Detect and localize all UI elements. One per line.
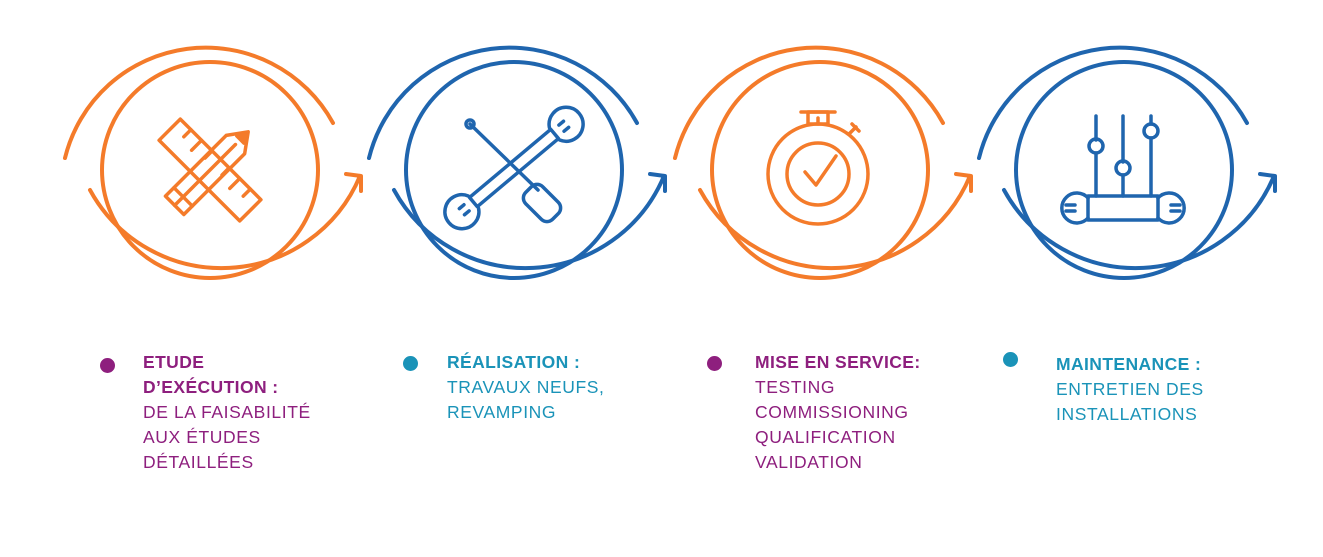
step-1-arrow-head <box>344 172 363 193</box>
step-1-bullet-dot <box>100 358 115 373</box>
step-3-outer-arc-top <box>673 45 945 160</box>
stopwatch-check-icon <box>766 110 870 226</box>
step-2-arrow-head <box>648 172 667 193</box>
step-3-bullet-dot <box>707 356 722 371</box>
step-1-description: DE LA FAISABILITÉ AUX ÉTUDES DÉTAILLÉES <box>143 402 311 472</box>
step-3-title: MISE EN SERVICE: <box>755 352 921 372</box>
pencil-ruler-icon <box>157 117 263 223</box>
step-4-inner-circle <box>1014 60 1234 280</box>
step-3-ring <box>673 45 973 280</box>
step-1-outer-arc-bottom <box>88 174 362 271</box>
step-2-bullet-dot <box>403 356 418 371</box>
step-4-bullet-dot <box>1003 352 1018 367</box>
step-4-outer-arc-top <box>977 45 1249 160</box>
wrench-screwdriver-icon <box>443 105 585 231</box>
step-2-description: TRAVAUX NEUFS, REVAMPING <box>447 377 605 422</box>
step-3-inner-circle <box>710 60 930 280</box>
step-1-outer-arc-top <box>63 45 335 160</box>
step-2-inner-circle <box>404 60 624 280</box>
step-4-title: MAINTENANCE : <box>1056 354 1202 374</box>
step-2-outer-arc-bottom <box>392 174 666 271</box>
step-3-description: TESTING COMMISSIONING QUALIFICATION VALI… <box>755 377 909 472</box>
step-2-title: RÉALISATION : <box>447 352 581 372</box>
step-3-outer-arc-bottom <box>698 174 972 271</box>
step-2-ring <box>367 45 667 280</box>
step-2-outer-arc-top <box>367 45 639 160</box>
step-3-arrow-head <box>954 172 973 193</box>
step-1-ring <box>63 45 363 280</box>
step-4-arrow-head <box>1258 172 1277 193</box>
step-1-title: ETUDE D’EXÉCUTION : <box>143 352 279 397</box>
maintenance-tools-icon <box>1060 114 1186 225</box>
step-4-description: ENTRETIEN DES INSTALLATIONS <box>1056 379 1204 424</box>
step-4-outer-arc-bottom <box>1002 174 1276 271</box>
step-4-ring <box>977 45 1277 280</box>
step-1-inner-circle <box>100 60 320 280</box>
